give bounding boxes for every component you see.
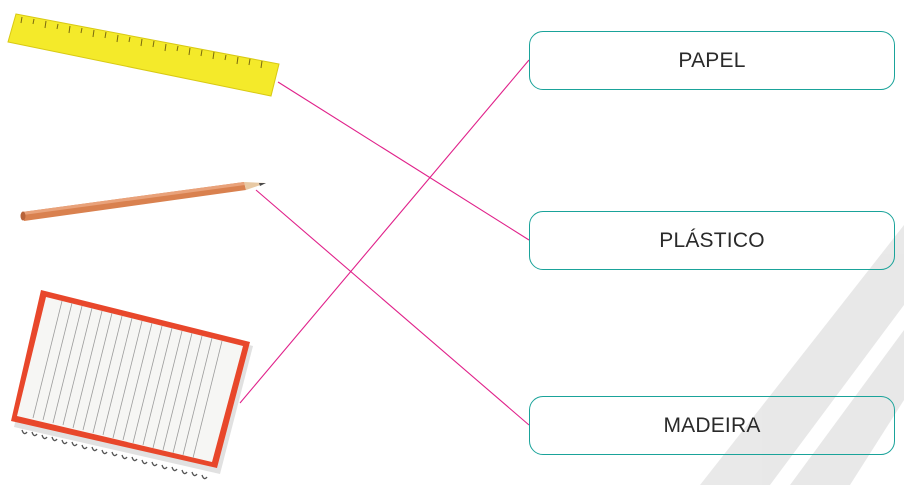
target-box-madeira[interactable]: MADEIRA [529,396,895,455]
line-ruler-to-plastico [278,82,529,240]
target-label-papel: PAPEL [678,49,745,73]
ruler-icon[interactable] [8,14,279,96]
pencil-icon[interactable] [21,182,267,221]
matching-lines [240,60,529,425]
target-box-plastico[interactable]: PLÁSTICO [529,211,895,270]
target-label-madeira: MADEIRA [663,414,760,438]
target-box-papel[interactable]: PAPEL [529,31,895,90]
line-notebook-to-papel [240,60,529,403]
line-pencil-to-madeira [256,190,529,425]
target-label-plastico: PLÁSTICO [659,229,764,253]
notebook-icon[interactable] [11,290,253,479]
